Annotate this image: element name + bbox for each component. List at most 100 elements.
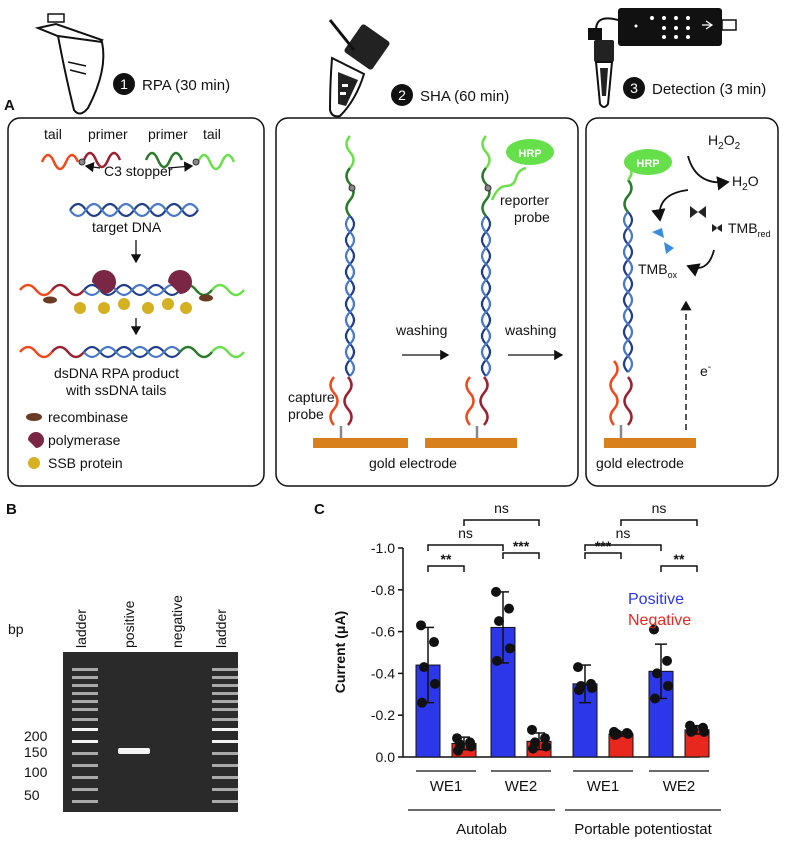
data-point (429, 637, 439, 648)
gel-marker-label: 100 (24, 764, 48, 780)
y-tick-label: -0.8 (371, 582, 395, 598)
c3-stopper-label: C3 stopper (104, 163, 173, 179)
primer-label-left: primer (88, 126, 128, 142)
ladder-band (212, 752, 238, 755)
step-1-badge (113, 73, 135, 95)
step-3-badge (623, 77, 645, 99)
group-label: WE2 (505, 778, 538, 795)
data-point (541, 741, 551, 752)
data-point (492, 655, 502, 666)
step-2-badge (391, 84, 413, 106)
step-3-label: Detection (3 min) (652, 81, 766, 98)
data-point (663, 680, 673, 691)
electron-label: e- (700, 362, 711, 379)
data-point (699, 726, 709, 737)
ladder-band (72, 676, 98, 679)
washing-label-1: washing (395, 322, 447, 338)
sig-bracket (620, 519, 698, 526)
y-tick-label: -0.4 (371, 665, 395, 681)
data-point (662, 655, 672, 666)
legend-ssb: SSB protein (48, 455, 123, 471)
h2o2-arrow (687, 155, 730, 191)
ladder-band (212, 692, 238, 695)
gold-electrode-label-2: gold electrode (369, 455, 457, 471)
positive-band (118, 748, 150, 754)
ladder-band (212, 776, 238, 779)
capture-probe-strand-2 (465, 135, 527, 440)
parent-label: Portable potentiostat (574, 821, 712, 838)
ladder-band (72, 700, 98, 703)
sig-label: ns (616, 525, 631, 541)
oxidation-arrow (651, 189, 689, 222)
capture-probe-strand-1 (329, 135, 356, 440)
data-point (623, 729, 633, 740)
panel-label-b: B (6, 501, 17, 518)
gel-bands (72, 668, 238, 803)
ladder-band (72, 728, 98, 731)
data-point (453, 745, 463, 756)
y-tick-label: 0.0 (376, 749, 396, 765)
potentiostat-device-icon (588, 8, 737, 108)
rpa-product-helix (19, 345, 245, 359)
sig-label: ** (674, 551, 685, 567)
ladder-band (212, 708, 238, 711)
data-point (574, 685, 584, 696)
sig-label: ns (652, 500, 667, 516)
ladder-band (72, 788, 98, 791)
ladder-band (72, 684, 98, 687)
gold-electrode-bar-2 (425, 438, 517, 448)
recombinase-icon (26, 413, 42, 421)
sig-label: ns (458, 525, 473, 541)
sig-bracket (660, 565, 698, 572)
ladder-band (72, 800, 98, 803)
ladder-band (72, 752, 98, 755)
y-tick-label: -0.2 (371, 707, 395, 723)
reporter-label-1: reporter (500, 192, 549, 208)
step-3-number: 3 (630, 80, 638, 96)
sig-bracket (463, 519, 540, 526)
target-dna-label: target DNA (92, 219, 162, 235)
y-tick-label: -0.6 (371, 624, 395, 640)
ladder-band (72, 692, 98, 695)
legend-negative: Negative (628, 612, 691, 629)
gel-lane-label: ladder (73, 609, 89, 648)
hrp-label-1: HRP (518, 148, 541, 160)
primer-label-right: primer (148, 126, 188, 142)
tmb-ox-molecule-icon (652, 228, 674, 254)
data-point (528, 743, 538, 754)
washing-label-2: washing (504, 322, 556, 338)
ladder-band (212, 764, 238, 767)
data-point (527, 724, 537, 735)
hrp-label-2: HRP (636, 158, 659, 170)
y-axis-label: Current (μA) (332, 611, 348, 693)
ladder-band (212, 800, 238, 803)
primer-strands (40, 151, 236, 171)
data-point (505, 643, 515, 654)
step-1-label: RPA (30 min) (142, 77, 230, 94)
data-point (652, 668, 662, 679)
data-point (430, 678, 440, 689)
tail-label-right: tail (203, 126, 221, 142)
gel-marker-label: 200 (24, 728, 48, 744)
ladder-band (72, 708, 98, 711)
gel-lane-label: positive (121, 600, 137, 648)
sig-label: ns (494, 500, 509, 516)
ladder-band (72, 776, 98, 779)
data-point (491, 586, 501, 597)
h2o2-label: H2O2 (708, 132, 741, 152)
tmb-red-label: TMBred (728, 220, 771, 239)
group-label: WE2 (663, 778, 696, 795)
reporter-label-2: probe (514, 209, 550, 225)
panel-a2-box (275, 117, 579, 487)
gel-lane-label: negative (169, 595, 185, 648)
ladder-band (212, 684, 238, 687)
legend-polymerase: polymerase (48, 432, 121, 448)
parent-label: Autolab (456, 821, 507, 838)
data-point (504, 603, 514, 614)
data-point (466, 741, 476, 752)
data-point (587, 683, 597, 694)
